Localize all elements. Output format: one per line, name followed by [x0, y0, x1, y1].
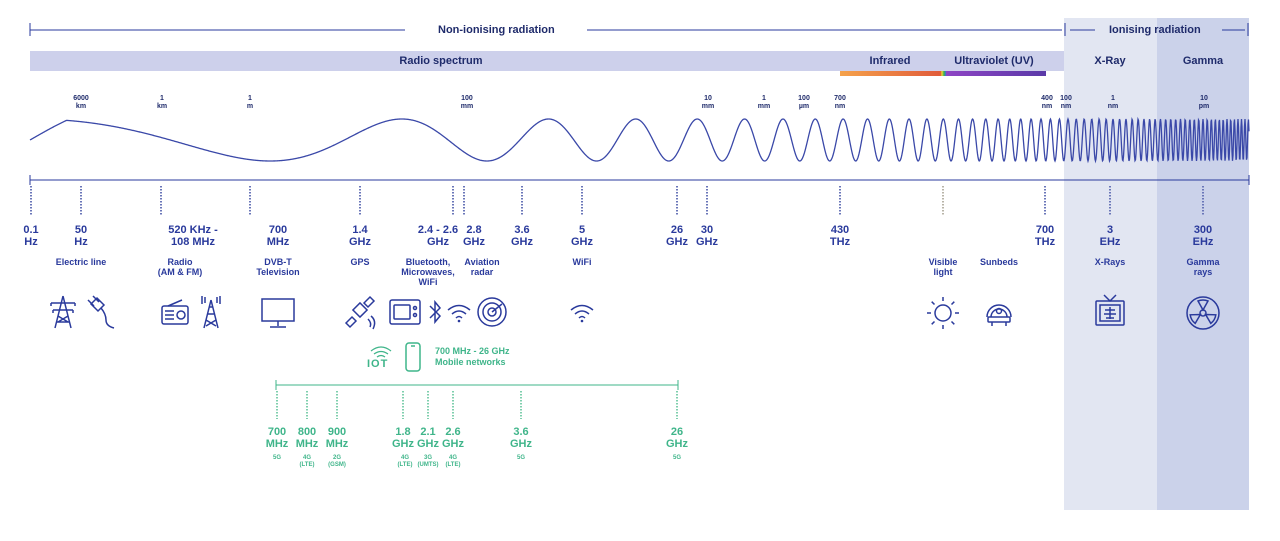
header-lines [29, 23, 1249, 36]
mobile-tech-label: 4G (LTE) [397, 455, 413, 468]
sunbed-icon [986, 304, 1012, 326]
spectrum-wave-path [29, 116, 1250, 164]
power-pylon-icon [50, 295, 76, 329]
microwave-icon [389, 299, 421, 325]
radio-band-bar [30, 51, 1064, 71]
use-label-bluetooth: Bluetooth, Microwaves, WiFi [401, 257, 455, 287]
use-label-visible-light: Visible light [928, 257, 958, 277]
infrared-gradient [840, 71, 942, 76]
smartphone-icon [405, 342, 421, 372]
frequency-axis [29, 175, 1250, 216]
use-label-electric-line: Electric line [55, 257, 107, 267]
ionising-label: Ionising radiation [1109, 24, 1201, 36]
iot-label: IOT [367, 358, 389, 370]
mobile-tech-label: 4G (LTE) [445, 455, 461, 468]
use-label-radio: Radio (AM & FM) [157, 257, 203, 277]
uv-label: Ultraviolet (UV) [954, 55, 1034, 67]
iot-icon [370, 346, 392, 358]
use-label-aviation-radar: Aviation radar [464, 257, 500, 277]
use-label-gps: GPS [350, 257, 370, 267]
mobile-tech-label: 4G (LTE) [299, 455, 315, 468]
use-label-gamma: Gamma rays [1186, 257, 1220, 277]
mobile-axis [275, 380, 679, 419]
xray-label: X-Ray [1094, 55, 1126, 67]
monitor-icon [261, 298, 295, 328]
use-label-xrays: X-Rays [1094, 257, 1126, 267]
mobile-tech-label: 5G [672, 455, 682, 461]
radiation-icon [1186, 296, 1220, 330]
mobile-tech-label: 2G (GSM) [328, 455, 346, 468]
sun-icon [927, 297, 959, 329]
wifi-icon [570, 304, 594, 323]
wifi-icon [447, 304, 471, 323]
plug-icon [87, 295, 115, 329]
use-label-tv: DVB-T Television [256, 257, 300, 277]
gamma-label: Gamma [1182, 55, 1224, 67]
gamma-band-background [1157, 18, 1249, 510]
mobile-tech-label: 5G [272, 455, 282, 461]
visible-gradient [940, 71, 946, 76]
use-label-sunbeds: Sunbeds [979, 257, 1019, 267]
radar-icon [477, 297, 507, 327]
non-ionising-label: Non-ionising radiation [438, 24, 555, 36]
mobile-tech-label: 3G (UMTS) [417, 455, 439, 468]
uv-gradient [946, 71, 1046, 76]
antenna-tower-icon [201, 296, 221, 329]
use-label-wifi: WiFi [572, 257, 592, 267]
radio-icon [161, 299, 189, 325]
infrared-label: Infrared [869, 55, 911, 67]
radio-spectrum-label: Radio spectrum [399, 55, 483, 67]
spectrum-wave [29, 116, 1250, 164]
bluetooth-icon [429, 299, 442, 325]
xray-band-background [1064, 18, 1157, 510]
satellite-icon [344, 295, 376, 330]
freq-label-radio: 520 KHz -108 MHz [168, 224, 218, 248]
mobile-tech-label: 5G [516, 455, 526, 461]
xray-machine-icon [1095, 294, 1125, 326]
